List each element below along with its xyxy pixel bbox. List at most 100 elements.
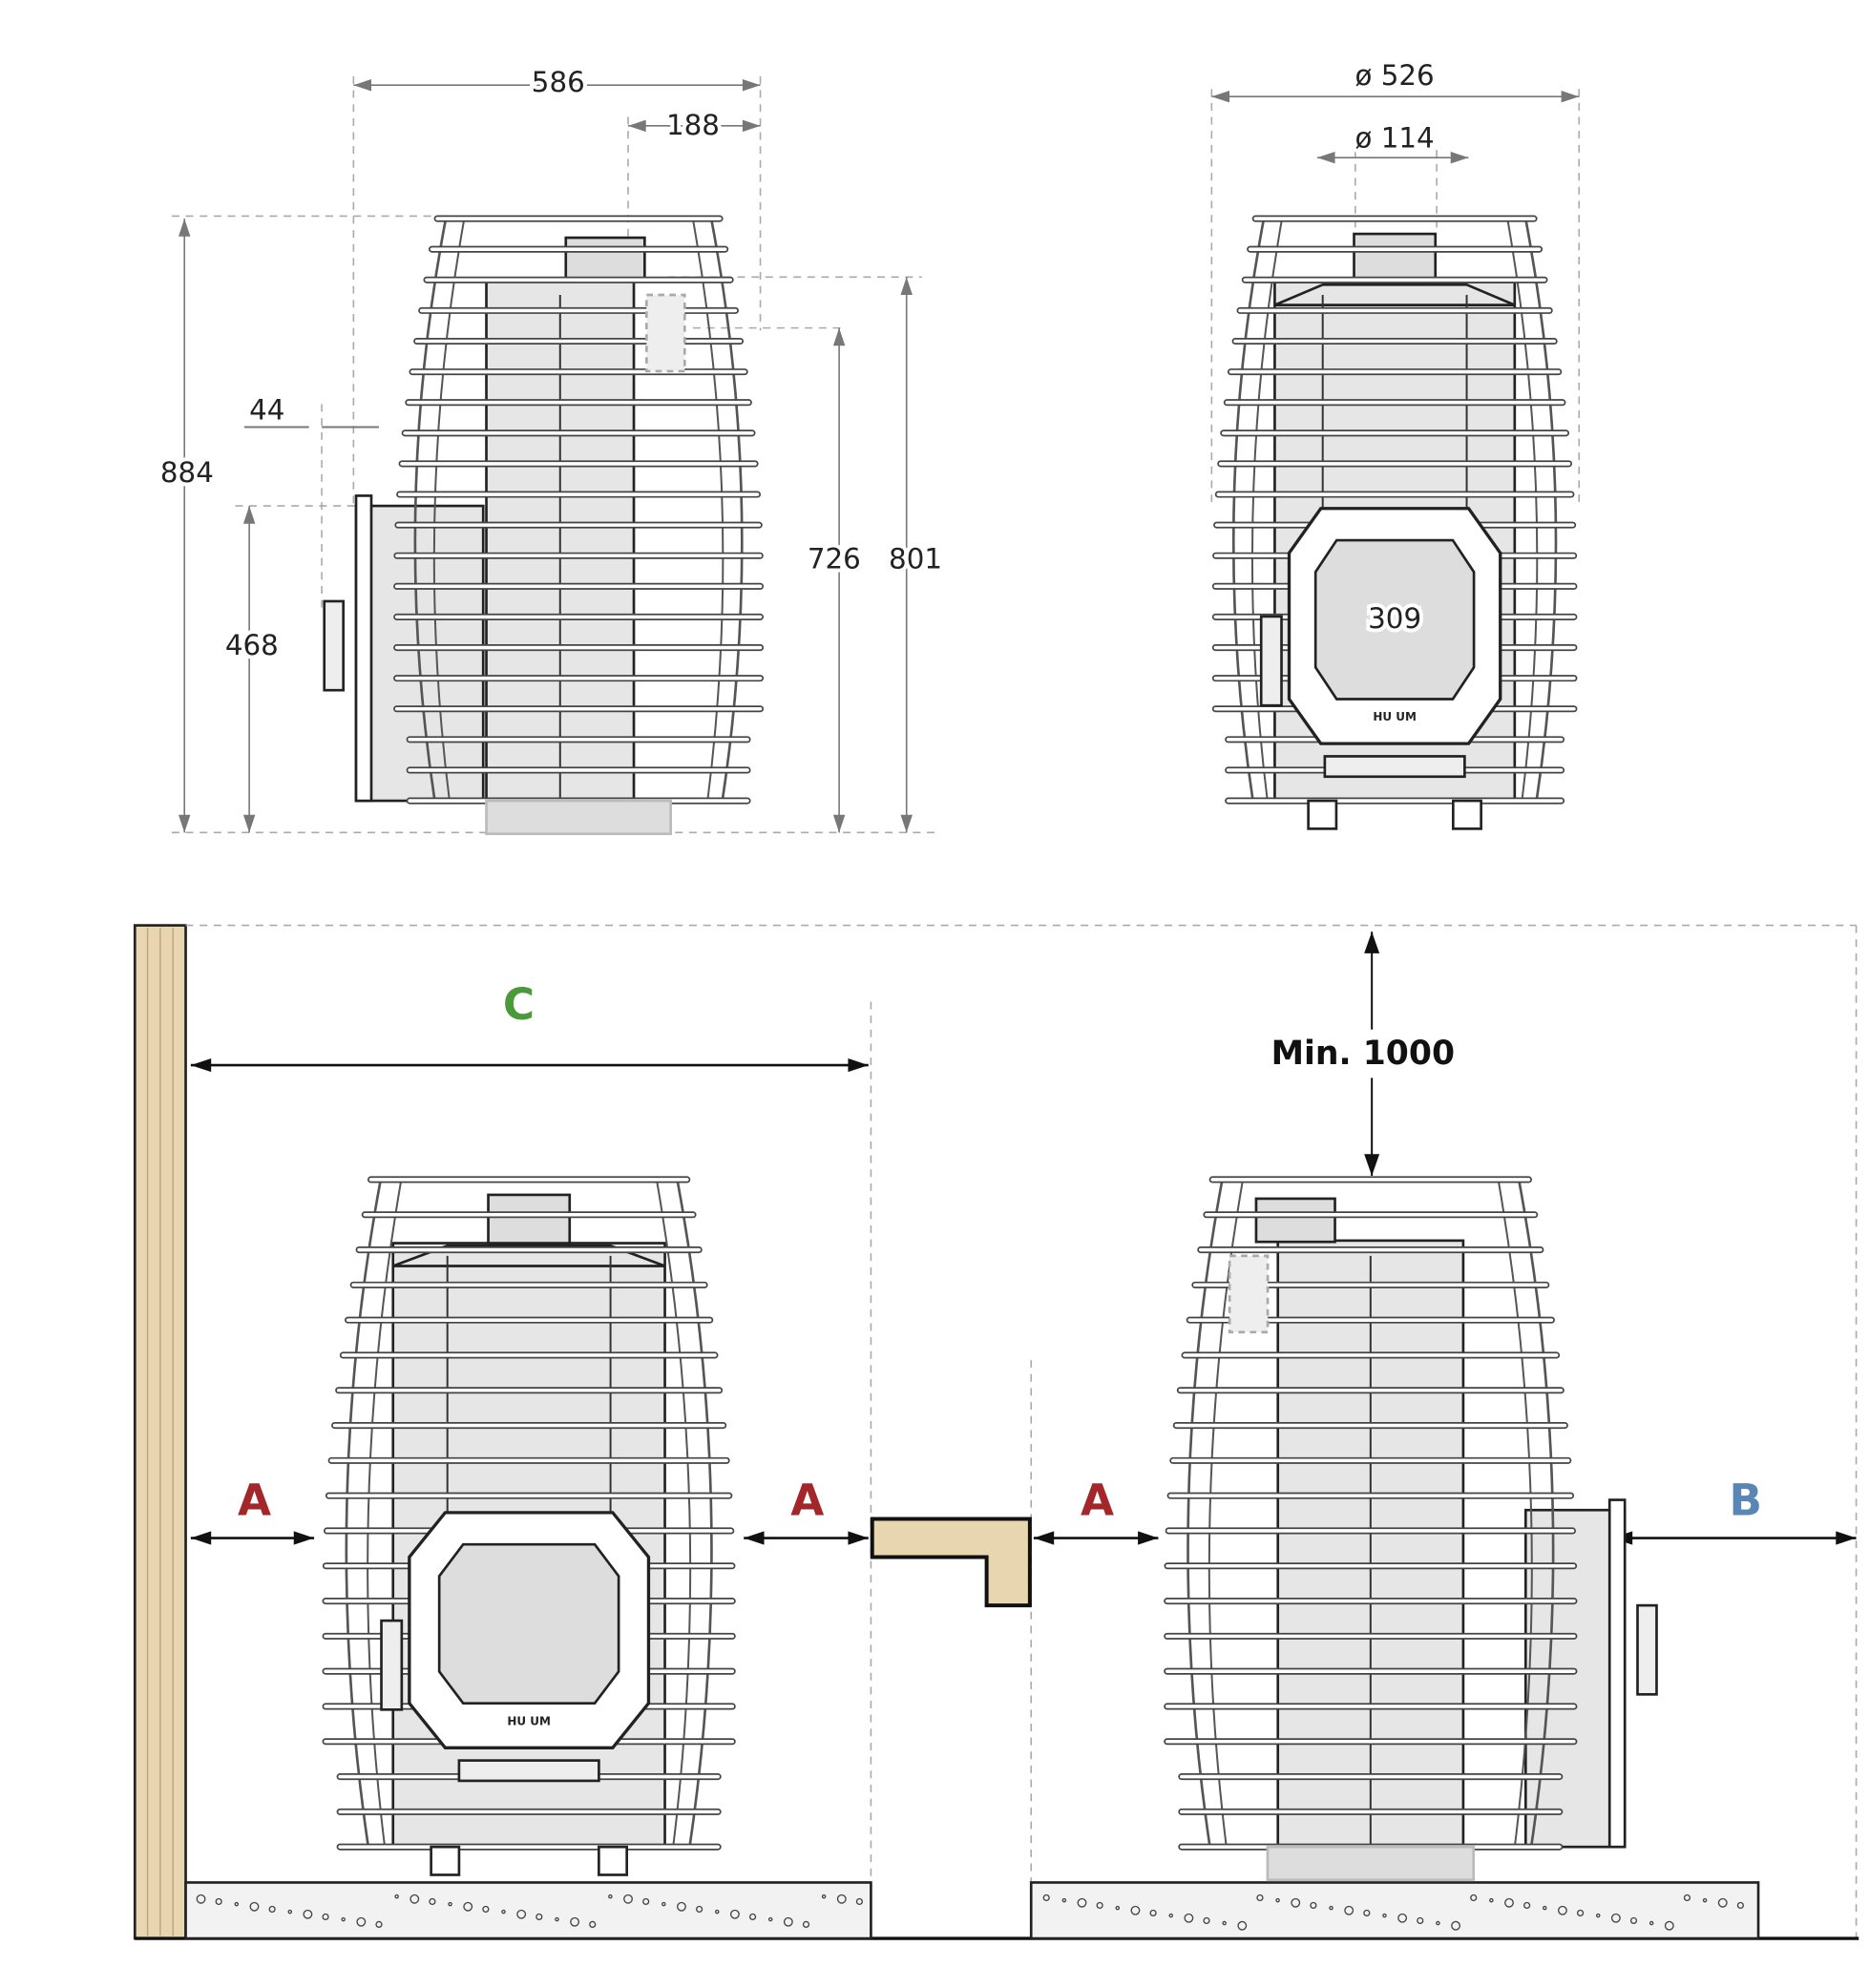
grille-bar xyxy=(401,429,756,437)
concrete-speck xyxy=(714,1909,720,1915)
grille-bar xyxy=(1178,1808,1564,1815)
arrow-head xyxy=(848,1531,869,1545)
concrete-speck xyxy=(394,1894,399,1899)
installed-front-stove-chimney xyxy=(487,1193,572,1245)
arrow-head xyxy=(353,79,371,92)
concrete-speck xyxy=(1168,1913,1173,1918)
dim-width-label: 586 xyxy=(532,66,585,98)
grille-bar xyxy=(396,491,762,498)
grille-bar xyxy=(428,245,729,253)
grille-bar xyxy=(336,1808,722,1815)
concrete-speck xyxy=(1042,1894,1050,1902)
concrete-speck xyxy=(623,1894,633,1904)
concrete-speck xyxy=(1558,1905,1567,1915)
concrete-speck xyxy=(1576,1909,1585,1917)
clearance-c-label: C xyxy=(503,979,535,1030)
arrow-head xyxy=(242,506,256,524)
concrete-speck xyxy=(802,1920,810,1929)
grille-bar xyxy=(1208,1176,1532,1183)
concrete-speck xyxy=(677,1901,686,1912)
dim-door-width-label: 309 xyxy=(1368,602,1421,635)
grille-bar xyxy=(1191,1281,1550,1288)
concrete-speck xyxy=(448,1901,452,1907)
dim-body-height-label: 801 xyxy=(889,542,942,575)
concrete-speck xyxy=(555,1916,559,1922)
concrete-speck xyxy=(767,1916,773,1922)
concrete-speck xyxy=(536,1913,543,1921)
arrow-head xyxy=(900,814,913,833)
grille-bar xyxy=(405,399,752,407)
arrow-head xyxy=(1316,151,1335,164)
grille-bar xyxy=(367,1176,691,1183)
concrete-speck xyxy=(1382,1913,1387,1918)
side-view-stove-door-handle xyxy=(323,599,346,692)
concrete-speck xyxy=(516,1909,527,1919)
clearance-b-label: B xyxy=(1729,1475,1762,1526)
grille-bar xyxy=(413,337,745,345)
grille-rib xyxy=(1523,218,1558,802)
concrete-speck xyxy=(642,1897,650,1906)
concrete-speck xyxy=(1523,1901,1531,1910)
concrete-speck xyxy=(375,1920,383,1929)
concrete-speck xyxy=(783,1916,793,1927)
installed-front-stove-door-glass xyxy=(437,1542,620,1705)
grille-bar xyxy=(1164,1703,1578,1710)
front-view-stove-logo: HU UM xyxy=(1373,710,1417,723)
grille-bar xyxy=(1165,1527,1576,1535)
grille-bar xyxy=(339,1351,719,1359)
front-view-stove-chimney xyxy=(1353,232,1438,284)
concrete-speck xyxy=(855,1897,864,1906)
clearance-a-label-left: A xyxy=(238,1475,271,1526)
concrete-speck xyxy=(1504,1897,1514,1908)
concrete-speck xyxy=(1344,1905,1354,1915)
concrete-speck xyxy=(1275,1897,1280,1903)
grille-rib xyxy=(1506,218,1539,802)
arrow-head xyxy=(1561,91,1580,103)
grille-bar xyxy=(1169,1456,1572,1464)
front-view-stove-door-handle xyxy=(1259,615,1283,707)
ceiling-clearance-label: Min. 1000 xyxy=(1271,1035,1455,1073)
concrete-speck xyxy=(249,1901,260,1912)
front-view-stove-ash-drawer xyxy=(1323,755,1466,779)
concrete-speck xyxy=(1096,1901,1103,1910)
grille-rib xyxy=(1497,1179,1533,1848)
grille-bar xyxy=(1241,276,1548,283)
concrete-speck xyxy=(268,1905,276,1914)
arrow-head xyxy=(744,1531,765,1545)
concrete-speck xyxy=(1543,1905,1547,1911)
arrow-head xyxy=(190,1057,212,1073)
concrete-speck xyxy=(662,1901,666,1907)
grille-bar xyxy=(1164,1562,1578,1570)
bench xyxy=(870,1517,1032,1608)
grille-rib xyxy=(432,218,466,802)
arrow-head xyxy=(742,79,761,92)
concrete-speck xyxy=(410,1894,420,1904)
dim-door-height-label: 468 xyxy=(225,629,279,661)
arrow-head xyxy=(742,119,761,133)
arrow-head xyxy=(242,814,256,833)
concrete-speck xyxy=(1077,1897,1087,1908)
grille-bar xyxy=(398,460,759,468)
arrow-head xyxy=(628,119,646,133)
dim-outlet-height-label: 726 xyxy=(808,542,861,575)
grille-bar xyxy=(1223,399,1566,407)
installed-front-stove-leg xyxy=(598,1845,629,1876)
concrete-speck xyxy=(1736,1901,1744,1910)
arrow-head xyxy=(832,327,846,346)
arrow-head xyxy=(1836,1531,1857,1545)
grille-bar xyxy=(1214,491,1575,498)
concrete-speck xyxy=(1130,1905,1141,1915)
arrow-head xyxy=(1211,91,1229,103)
side-view-stove-air-outlet xyxy=(645,293,686,373)
clearance-a-label-middle: A xyxy=(790,1475,824,1526)
grille-bar xyxy=(433,215,724,222)
grille-bar xyxy=(331,1422,727,1430)
concrete-speck xyxy=(748,1913,757,1921)
installed-side-stove-air-outlet xyxy=(1228,1254,1270,1334)
grille-bar xyxy=(406,766,751,774)
dim-diameter-label: ø 526 xyxy=(1355,59,1435,92)
concrete-speck xyxy=(215,1897,222,1906)
concrete-speck xyxy=(1629,1916,1638,1925)
concrete-speck xyxy=(1222,1920,1227,1926)
